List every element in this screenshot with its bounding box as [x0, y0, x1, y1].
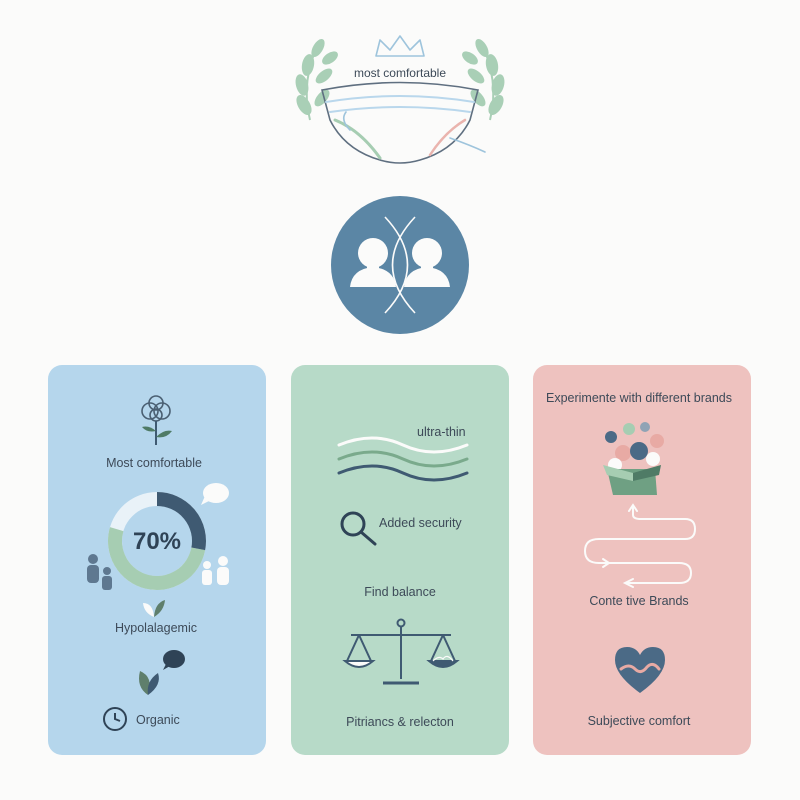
- left-label-2: Hypolalagemic: [115, 621, 197, 635]
- underwear-icon: [321, 81, 486, 164]
- people-left-icon: [84, 553, 116, 593]
- flow-arrow-icon: [581, 503, 701, 591]
- leaf-bubble-icon: [136, 647, 190, 699]
- center-badge: [330, 195, 470, 335]
- middle-label-3: Find balance: [364, 585, 436, 599]
- middle-label-2: Added security: [379, 516, 462, 530]
- balance-scale-icon: [342, 617, 460, 689]
- leaf-icon: [140, 597, 168, 621]
- right-label-2: Conte tive Brands: [589, 594, 689, 608]
- crown-icon: [375, 35, 425, 57]
- clock-icon: [102, 706, 128, 732]
- badge-label: most comfortable: [353, 66, 447, 80]
- header-badge: most comfortable: [280, 20, 520, 170]
- left-label-3: Organic: [136, 713, 180, 727]
- ring-green-segment: [108, 527, 206, 590]
- gift-box-icon: [599, 421, 669, 497]
- laurel-left-icon: [295, 38, 338, 121]
- percent-value: 70%: [132, 528, 182, 555]
- wave-lines-icon: [337, 435, 469, 483]
- people-right-icon: [198, 555, 234, 591]
- middle-label-1: ultra-thin: [417, 425, 466, 439]
- heart-wave-icon: [613, 645, 667, 695]
- percent-ring: 70%: [106, 490, 208, 592]
- ring-navy-segment: [156, 492, 206, 551]
- right-label-3: Subjective comfort: [587, 714, 691, 728]
- cotton-flower-icon: [134, 395, 178, 447]
- speech-bubble-icon: [200, 482, 230, 508]
- card-left: Most comfortable 70%: [48, 365, 266, 755]
- card-middle: ultra-thin Added security Find balance P…: [291, 365, 509, 755]
- magnifier-icon: [337, 508, 381, 548]
- laurel-right-icon: [462, 38, 505, 121]
- two-heads-icon: [350, 238, 450, 287]
- right-label-1: Experimente with different brands: [546, 391, 732, 405]
- left-label-top: Most comfortable: [106, 456, 202, 470]
- card-right: Experimente with different brands Conte …: [533, 365, 751, 755]
- middle-label-4: Pitriancs & relecton: [346, 715, 454, 729]
